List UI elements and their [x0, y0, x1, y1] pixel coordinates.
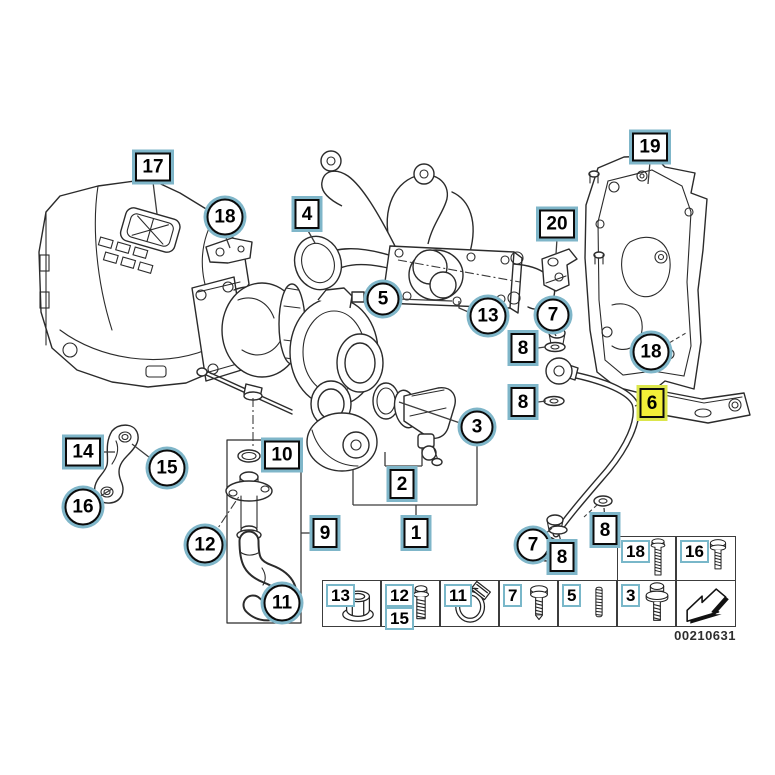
- cover-bracket-drawing: [205, 237, 253, 264]
- callout-15[interactable]: 15: [148, 449, 186, 487]
- legend-cell-arrow[interactable]: [676, 580, 736, 627]
- callout-18-bracket[interactable]: 18: [206, 198, 244, 236]
- hex-bolt-icon: [412, 585, 430, 620]
- callout-7-top[interactable]: 7: [536, 298, 570, 332]
- legend-cell-18[interactable]: 18: [617, 536, 676, 581]
- support-bracket-20-drawing: [541, 248, 578, 292]
- legend-tag-11[interactable]: 11: [444, 584, 472, 607]
- diagram-part-number: 00210631: [674, 628, 736, 643]
- legend-tag-12[interactable]: 12: [385, 584, 414, 607]
- callout-3[interactable]: 3: [460, 410, 494, 444]
- callout-4[interactable]: 4: [294, 199, 320, 229]
- stud-icon: [595, 586, 603, 618]
- callout-2[interactable]: 2: [389, 469, 415, 499]
- callout-8-mid[interactable]: 8: [510, 387, 536, 417]
- legend-cell-5[interactable]: 5: [558, 580, 617, 627]
- callout-6-highlighted[interactable]: 6: [639, 388, 665, 418]
- legend-tag-3[interactable]: 3: [621, 584, 641, 607]
- legend-cell-12-15[interactable]: 12 15: [381, 580, 440, 630]
- legend-cell-3[interactable]: 3: [617, 580, 676, 627]
- legend-tag-13[interactable]: 13: [326, 584, 355, 607]
- callout-13[interactable]: 13: [469, 297, 507, 335]
- callout-8-bottom-left[interactable]: 8: [549, 542, 575, 572]
- support-bracket-14-drawing: [93, 424, 139, 504]
- heat-shield-drawing: [584, 155, 751, 424]
- washer-bolt-icon: [645, 582, 669, 621]
- direction-arrow-icon[interactable]: [678, 582, 734, 626]
- callout-17[interactable]: 17: [135, 152, 171, 182]
- exhaust-manifold-drawing: [317, 150, 556, 314]
- callout-19[interactable]: 19: [632, 132, 668, 162]
- short-bolt-icon: [709, 539, 727, 570]
- legend-tag-18[interactable]: 18: [621, 540, 650, 563]
- legend-cell-11[interactable]: 11: [440, 580, 499, 627]
- callout-11[interactable]: 11: [263, 584, 301, 622]
- callout-7-bottom[interactable]: 7: [516, 528, 550, 562]
- flange-bolt-icon: [530, 585, 548, 621]
- callout-9[interactable]: 9: [312, 518, 338, 548]
- legend-tag-7[interactable]: 7: [503, 584, 523, 607]
- callout-14[interactable]: 14: [65, 437, 101, 467]
- callout-20[interactable]: 20: [539, 209, 575, 239]
- callout-8-bottom-right[interactable]: 8: [592, 515, 618, 545]
- callout-5[interactable]: 5: [366, 282, 400, 316]
- callout-1[interactable]: 1: [403, 518, 429, 548]
- legend-tag-16[interactable]: 16: [680, 540, 709, 563]
- turbocharger-drawing: [191, 276, 384, 472]
- legend-cell-16[interactable]: 16: [676, 536, 736, 581]
- legend-cell-13[interactable]: 13: [322, 580, 381, 627]
- callout-8-top[interactable]: 8: [510, 333, 536, 363]
- gasket-ring-drawing: [293, 235, 343, 291]
- pressure-converter-drawing: [372, 382, 456, 467]
- callout-12[interactable]: 12: [186, 526, 224, 564]
- legend-tag-15[interactable]: 15: [385, 607, 414, 630]
- callout-10[interactable]: 10: [264, 440, 300, 470]
- legend-cell-7[interactable]: 7: [499, 580, 558, 627]
- callout-16[interactable]: 16: [64, 488, 102, 526]
- callout-18-shield[interactable]: 18: [632, 333, 670, 371]
- long-bolt-icon: [650, 538, 666, 576]
- legend-tag-5[interactable]: 5: [562, 584, 582, 607]
